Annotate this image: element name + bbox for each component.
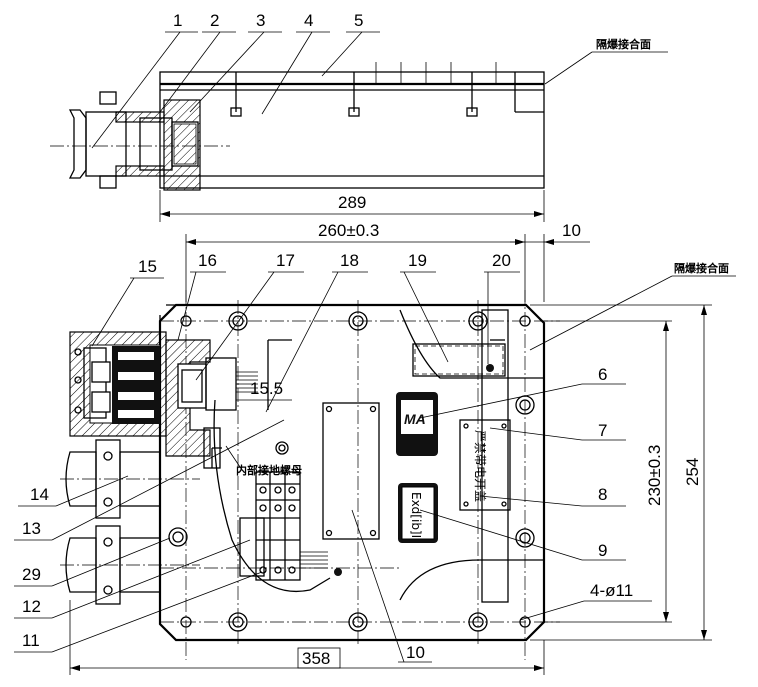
callout-2: 2 [210, 11, 219, 30]
warning-plate-text: 严禁带电开盖 [473, 430, 487, 502]
cable-stubs [65, 439, 161, 605]
callout-4: 4 [304, 11, 313, 30]
callout-6: 6 [598, 365, 607, 384]
ground-nut-label: 内部接地螺母 [236, 463, 302, 477]
surface-label-top: 隔爆接合面 [596, 37, 651, 51]
callout-10: 10 [406, 643, 425, 662]
callout-5: 5 [354, 11, 363, 30]
top-view: 1 2 3 4 5 隔爆接合面 289 [50, 11, 668, 222]
cable-gland-side [50, 91, 230, 191]
callout-19: 19 [408, 251, 427, 270]
dim-230: 230±0.3 [645, 445, 664, 506]
warning-plate: 严禁带电开盖 [459, 419, 511, 511]
surface-label-main: 隔爆接合面 [674, 261, 729, 275]
callout-12: 12 [22, 597, 41, 616]
callout-11: 11 [22, 631, 40, 650]
exd-plate-text: Exd[ib]I [409, 492, 423, 538]
dim-358: 358 [302, 649, 330, 668]
cable-entry-gland [69, 331, 167, 437]
dim-289: 289 [338, 193, 366, 212]
callout-17: 17 [276, 251, 295, 270]
dim-15-5: 15.5 [250, 379, 283, 398]
callout-16: 16 [198, 251, 217, 270]
dim-10: 10 [562, 221, 581, 240]
ma-plate: MA [396, 392, 438, 456]
callout-7: 7 [598, 421, 607, 440]
callout-3: 3 [256, 11, 265, 30]
callout-18: 18 [340, 251, 359, 270]
callout-9: 9 [598, 541, 607, 560]
callout-4-holes: 4-ø11 [590, 581, 633, 600]
cover-bolt-heads [168, 311, 535, 632]
callout-20: 20 [492, 251, 511, 270]
plan-view: 260±0.3 10 [14, 221, 736, 675]
enclosure-side-outline [159, 71, 545, 189]
component-box [322, 402, 380, 540]
plan-callouts: 15 16 17 18 19 20 6 7 8 9 4-ø11 [14, 251, 652, 663]
exd-plate: Exd[ib]I [398, 483, 438, 543]
terminal-block [239, 471, 301, 581]
top-callouts: 1 2 3 4 5 [91, 11, 380, 149]
callout-14: 14 [30, 485, 49, 504]
dim-254: 254 [683, 458, 702, 486]
ground-nut [203, 427, 222, 469]
callout-1: 1 [173, 11, 182, 30]
ma-plate-text: MA [404, 411, 426, 427]
cover-bolts [230, 62, 497, 117]
mounting-holes [180, 315, 531, 628]
lead-in-bushing [165, 339, 258, 457]
dim-260: 260±0.3 [318, 221, 379, 240]
callout-13: 13 [22, 519, 41, 538]
callout-29: 29 [22, 565, 41, 584]
callout-8: 8 [598, 485, 607, 504]
callout-15: 15 [138, 257, 157, 276]
